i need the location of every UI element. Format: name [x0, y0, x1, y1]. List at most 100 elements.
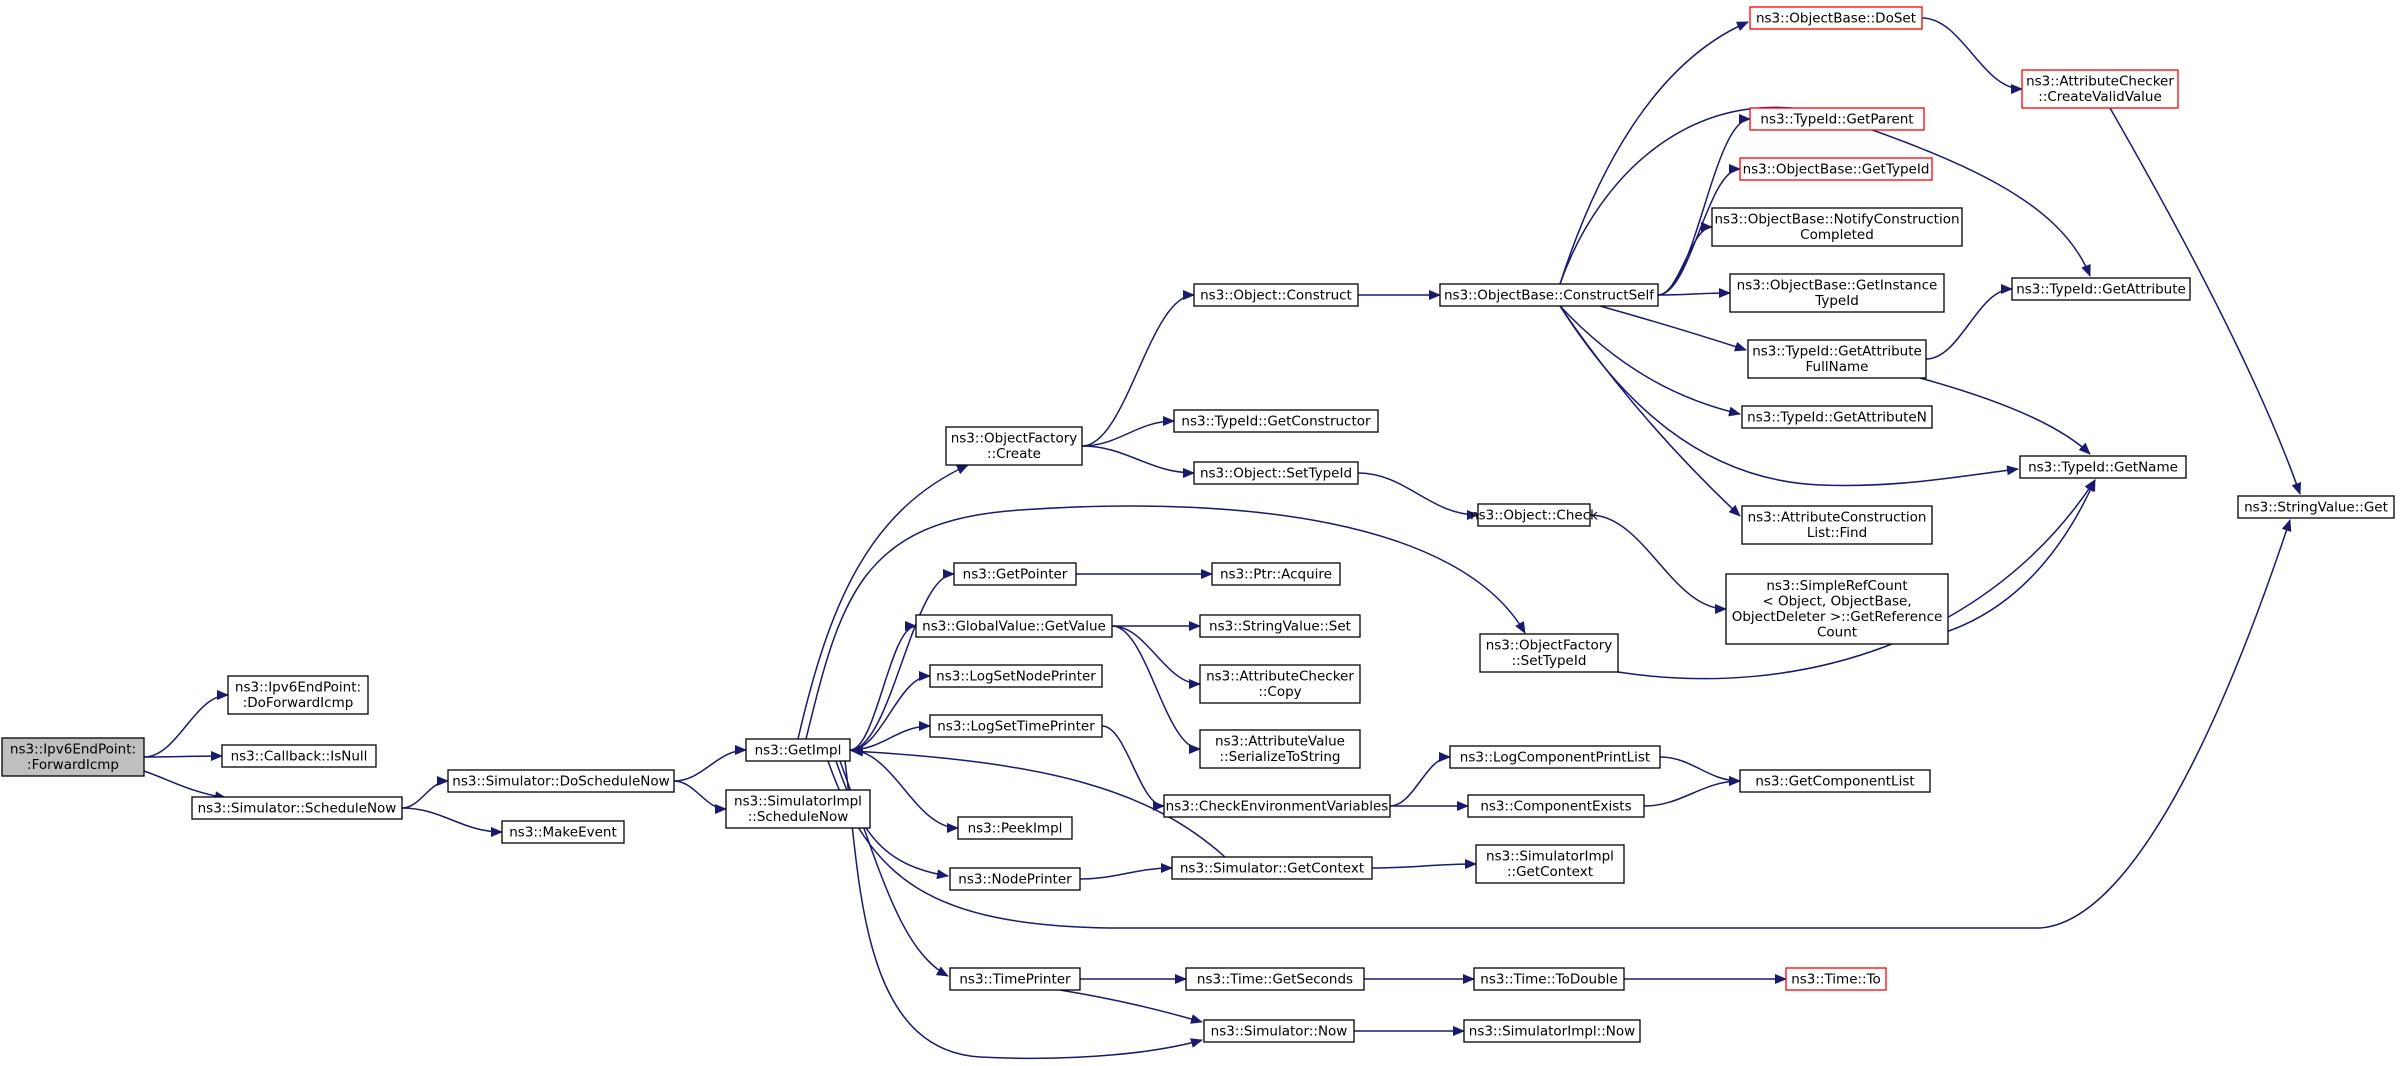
node-ns3-object-check[interactable]: ns3::Object::Check — [1470, 503, 1598, 527]
node-ns3-simulator-now[interactable]: ns3::Simulator::Now — [1203, 1019, 1355, 1043]
node-ns3-time-to[interactable]: ns3::Time::To — [1785, 967, 1887, 991]
node-label: < Object, ObjectBase, — [1762, 594, 1911, 610]
node-ns3-globalvalue-getvalue[interactable]: ns3::GlobalValue::GetValue — [915, 614, 1113, 638]
node-ns3-ptr-acquire[interactable]: ns3::Ptr::Acquire — [1211, 562, 1341, 586]
node-ns3-getcomponentlist[interactable]: ns3::GetComponentList — [1739, 769, 1931, 793]
node-label: ::SerializeToString — [1220, 749, 1341, 765]
node-box — [1439, 283, 1659, 307]
node-label: ns3::CheckEnvironmentVariables — [1166, 798, 1389, 814]
node-ns3-simulatorimpl-now[interactable]: ns3::SimulatorImpl::Now — [1463, 1019, 1641, 1043]
node-ns3-componentexists[interactable]: ns3::ComponentExists — [1467, 794, 1645, 818]
node-ns3-objectbase-gettypeid[interactable]: ns3::ObjectBase::GetTypeId — [1739, 157, 1933, 181]
node-box — [929, 664, 1103, 688]
node-box — [1477, 503, 1591, 527]
node-box — [1211, 562, 1341, 586]
node-ns3-nodeprinter[interactable]: ns3::NodePrinter — [949, 867, 1081, 891]
edge-nodeprinter-to-simgetctx — [1079, 863, 1173, 880]
node-label: ns3::TypeId::GetParent — [1760, 111, 1913, 127]
node-ns3-attributevalue-serializetostring[interactable]: ns3::AttributeValue::SerializeToString — [1199, 729, 1361, 769]
node-label: ns3::Time::ToDouble — [1480, 971, 1617, 987]
node-ns3-callback-isnull[interactable]: ns3::Callback::IsNull — [221, 744, 377, 768]
edge-logsettime-to-checkenv — [1101, 725, 1165, 811]
node-label: FullName — [1806, 359, 1869, 375]
node-box — [227, 675, 369, 715]
node-label: Completed — [1800, 227, 1874, 243]
node-ns3-logsetnodeprinter[interactable]: ns3::LogSetNodePrinter — [929, 664, 1103, 688]
node-label: ns3::LogSetTimePrinter — [937, 718, 1095, 734]
node-box — [447, 769, 675, 793]
node-label: ns3::Ipv6EndPoint: — [235, 680, 361, 696]
node-box — [945, 426, 1083, 466]
edge-simgetctx-to-getimpl — [851, 746, 1226, 858]
node-ns3-objectbase-doset[interactable]: ns3::ObjectBase::DoSet — [1749, 6, 1923, 30]
node-ns3-logsettimeprinter[interactable]: ns3::LogSetTimePrinter — [929, 714, 1103, 738]
node-box — [725, 789, 871, 829]
node-ns3-typeid-getconstructor[interactable]: ns3::TypeId::GetConstructor — [1173, 409, 1379, 433]
node-ns3-simulatorimpl-getcontext[interactable]: ns3::SimulatorImpl::GetContext — [1475, 844, 1625, 884]
node-box — [1741, 405, 1933, 429]
node-box — [1199, 729, 1361, 769]
edge-fwd-to-isnull — [143, 751, 223, 762]
node-ns3-objectbase-notifyconstruction-completed[interactable]: ns3::ObjectBase::NotifyConstructionCompl… — [1711, 207, 1963, 247]
node-label: ns3::TypeId::GetAttribute — [2016, 281, 2186, 297]
edge-timeprinter-to-simnow — [1059, 989, 1203, 1024]
node-ns3-simulator-schedulenow[interactable]: ns3::Simulator::ScheduleNow — [191, 796, 403, 820]
edge-gvgetvalue-to-avser — [1111, 625, 1201, 754]
node-label: ns3::Simulator::GetContext — [1180, 860, 1364, 876]
node-ns3-checkenvironmentvariables[interactable]: ns3::CheckEnvironmentVariables — [1163, 794, 1391, 818]
node-ns3-object-construct[interactable]: ns3::Object::Construct — [1193, 283, 1359, 307]
node-ns3-typeid-getparent[interactable]: ns3::TypeId::GetParent — [1749, 107, 1925, 131]
node-ns3-time-todouble[interactable]: ns3::Time::ToDouble — [1473, 967, 1625, 991]
node-label: ns3::SimulatorImpl::Now — [1469, 1023, 1635, 1039]
node-ns3-objectfactory-settypeid[interactable]: ns3::ObjectFactory::SetTypeId — [1479, 633, 1619, 673]
node-label: ns3::TypeId::GetAttribute — [1752, 344, 1922, 360]
node-ns3-simulatorimpl-schedulenow[interactable]: ns3::SimulatorImpl::ScheduleNow — [725, 789, 871, 829]
node-ns3-typeid-getattributen[interactable]: ns3::TypeId::GetAttributeN — [1741, 405, 1933, 429]
node-ns3-simulator-getcontext[interactable]: ns3::Simulator::GetContext — [1171, 856, 1373, 880]
node-box — [1711, 207, 1963, 247]
node-ns3-objectbase-constructself[interactable]: ns3::ObjectBase::ConstructSelf — [1439, 283, 1659, 307]
node-ns3-time-getseconds[interactable]: ns3::Time::GetSeconds — [1185, 967, 1365, 991]
node-box — [1193, 283, 1359, 307]
node-ns3-simplerefcount-object-objectbase-objectdeleter-getreference-count[interactable]: ns3::SimpleRefCount< Object, ObjectBase,… — [1725, 573, 1949, 645]
node-label: ::CreateValidValue — [2038, 89, 2162, 105]
node-ns3-logcomponentprintlist[interactable]: ns3::LogComponentPrintList — [1449, 745, 1661, 769]
node-label: Count — [1817, 625, 1857, 641]
node-label: ns3::GetImpl — [755, 742, 842, 758]
node-ns3-typeid-getattribute[interactable]: ns3::TypeId::GetAttribute — [2011, 277, 2191, 301]
edge-getimpl-to-getpointer — [849, 569, 955, 751]
node-ns3-simulator-doschedulenow[interactable]: ns3::Simulator::DoScheduleNow — [447, 769, 675, 793]
node-box — [2019, 455, 2187, 479]
edge-doschednow-to-simimplsched — [673, 780, 727, 814]
node-ns3-timeprinter[interactable]: ns3::TimePrinter — [949, 967, 1081, 991]
edge-schednow-to-makeevent — [401, 807, 503, 837]
node-box — [1725, 573, 1949, 645]
node-ns3-getpointer[interactable]: ns3::GetPointer — [953, 562, 1077, 586]
node-ns3-ipv6endpoint-doforwardicmp[interactable]: ns3::Ipv6EndPoint::DoForwardIcmp — [227, 675, 369, 715]
edge-getimpl-to-nodeprinter — [835, 760, 949, 880]
edge-doschednow-to-getimpl — [673, 745, 747, 782]
node-label: ns3::Time::GetSeconds — [1197, 971, 1353, 987]
node-ns3-stringvalue-set[interactable]: ns3::StringValue::Set — [1199, 614, 1361, 638]
node-box — [949, 967, 1081, 991]
node-ns3-objectfactory-create[interactable]: ns3::ObjectFactory::Create — [945, 426, 1083, 466]
node-ns3-object-settypeid[interactable]: ns3::Object::SetTypeId — [1193, 461, 1359, 485]
node-box — [1467, 794, 1645, 818]
node-ns3-typeid-getname[interactable]: ns3::TypeId::GetName — [2019, 455, 2187, 479]
node-ns3-ipv6endpoint-forwardicmp[interactable]: ns3::Ipv6EndPoint::ForwardIcmp — [1, 737, 145, 777]
node-label: ns3::Callback::IsNull — [231, 748, 368, 764]
node-label: ns3::PeekImpl — [968, 820, 1063, 836]
node-box — [1739, 769, 1931, 793]
node-ns3-getimpl[interactable]: ns3::GetImpl — [745, 738, 851, 762]
edge-getimpl-to-logsetnode — [849, 671, 931, 751]
node-ns3-makeevent[interactable]: ns3::MakeEvent — [501, 820, 625, 844]
node-ns3-stringvalue-get[interactable]: ns3::StringValue::Get — [2237, 495, 2395, 519]
node-label: ns3::Object::SetTypeId — [1200, 465, 1352, 481]
node-ns3-attributechecker-createvalidvalue[interactable]: ns3::AttributeChecker::CreateValidValue — [2021, 69, 2179, 109]
node-label: ns3::LogSetNodePrinter — [936, 668, 1096, 684]
node-ns3-attributechecker-copy[interactable]: ns3::AttributeChecker::Copy — [1199, 664, 1361, 704]
node-ns3-peekimpl[interactable]: ns3::PeekImpl — [957, 816, 1073, 840]
